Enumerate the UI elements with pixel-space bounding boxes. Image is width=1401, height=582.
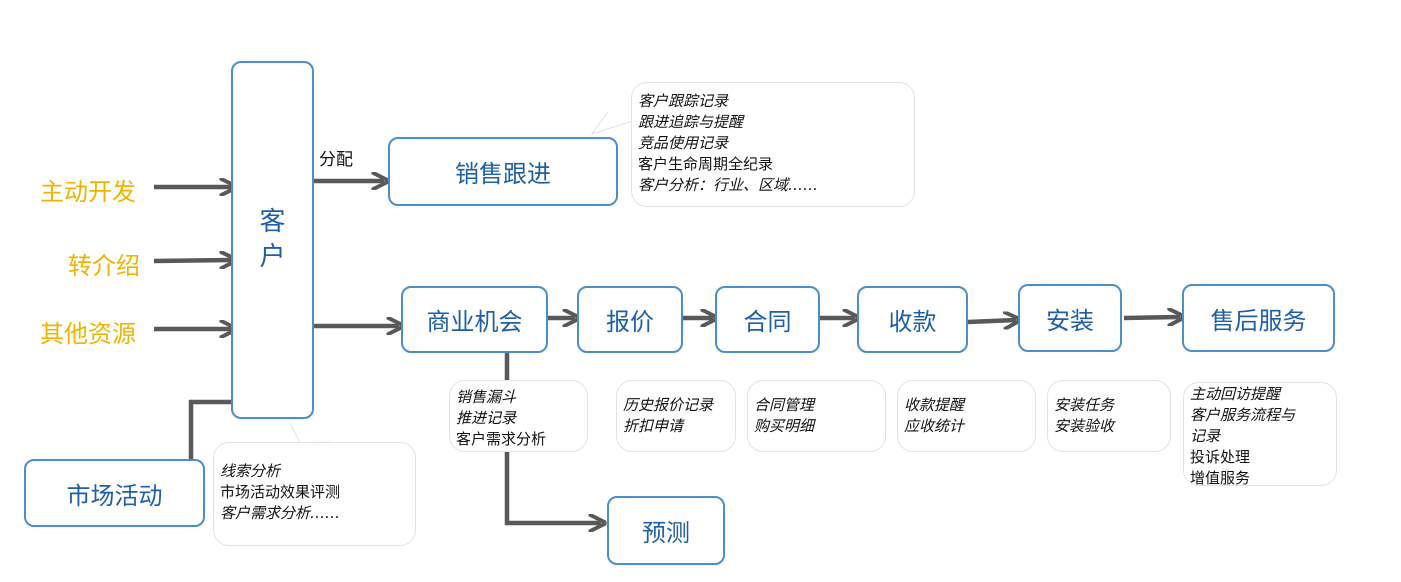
after-sales-service-node[interactable]: 售后服务	[1182, 284, 1335, 352]
note-line: 安装任务	[1054, 396, 1115, 414]
note-line: 推进记录	[456, 409, 517, 427]
assign-label: 分配	[319, 150, 353, 170]
line-marketing-to-customer	[188, 399, 232, 459]
note-line: 合同管理	[754, 396, 815, 414]
note-line: 购买明细	[754, 417, 815, 435]
business-opportunity-node[interactable]: 商业机会	[401, 286, 548, 353]
customer-label-line-1: 客	[259, 206, 286, 237]
installation-notes: 安装任务安装验收	[1047, 380, 1171, 452]
note-line: 客户需求分析	[456, 430, 547, 448]
note-line: 主动回访提醒	[1190, 385, 1281, 403]
note-line: 跟进追踪与提醒	[638, 113, 744, 131]
forecast-node[interactable]: 预测	[607, 496, 725, 565]
note-line: 历史报价记录	[623, 396, 714, 414]
note-line: 投诉处理	[1190, 448, 1251, 466]
contract-notes: 合同管理购买明细	[747, 380, 886, 452]
note-line: 销售漏斗	[456, 388, 517, 406]
callout-tail-marketing	[289, 422, 331, 444]
payment-node[interactable]: 收款	[857, 286, 968, 353]
installation-node[interactable]: 安装	[1018, 284, 1122, 352]
source-referral: 转介绍	[68, 252, 140, 280]
callout-tail-sales-follow	[590, 111, 637, 135]
payment-notes: 收款提醒应收统计	[897, 380, 1036, 452]
note-line: 增值服务	[1190, 469, 1251, 487]
source-other-resources: 其他资源	[40, 320, 136, 348]
note-line: 收款提醒	[904, 396, 965, 414]
note-line: 市场活动效果评测	[220, 483, 341, 501]
customer-node[interactable]: 客 户	[231, 61, 314, 419]
note-line: 折扣申请	[623, 417, 684, 435]
opportunity-notes: 销售漏斗推进记录客户需求分析	[449, 380, 588, 452]
note-line: 客户需求分析……	[220, 504, 341, 522]
note-line: 竞品使用记录	[638, 134, 729, 152]
contract-node[interactable]: 合同	[715, 286, 820, 353]
sales-follow-up-node[interactable]: 销售跟进	[388, 137, 618, 206]
arrow-payment-to-install	[967, 320, 1016, 322]
marketing-activity-node[interactable]: 市场活动	[24, 459, 205, 527]
note-line: 记录	[1190, 427, 1221, 445]
note-line: 客户分析：行业、区域……	[638, 176, 819, 194]
arrow-referral-to-customer	[153, 260, 232, 261]
quote-notes: 历史报价记录折扣申请	[616, 380, 736, 452]
quote-node[interactable]: 报价	[577, 286, 683, 353]
arrow-install-to-after-sales	[1123, 317, 1180, 318]
note-line: 客户跟踪记录	[638, 92, 729, 110]
customer-label-line-2: 户	[259, 242, 286, 272]
note-line: 客户服务流程与	[1190, 406, 1296, 424]
source-active-development: 主动开发	[40, 178, 136, 206]
after-sales-notes: 主动回访提醒客户服务流程与记录投诉处理增值服务	[1183, 382, 1337, 487]
marketing-notes: 线索分析市场活动效果评测客户需求分析……	[213, 442, 416, 546]
sales-follow-up-notes: 客户跟踪记录跟进追踪与提醒竞品使用记录客户生命周期全纪录客户分析：行业、区域……	[631, 82, 915, 207]
note-line: 客户生命周期全纪录	[638, 155, 774, 173]
note-line: 应收统计	[904, 417, 965, 435]
note-line: 安装验收	[1054, 417, 1115, 435]
note-line: 线索分析	[220, 462, 281, 480]
